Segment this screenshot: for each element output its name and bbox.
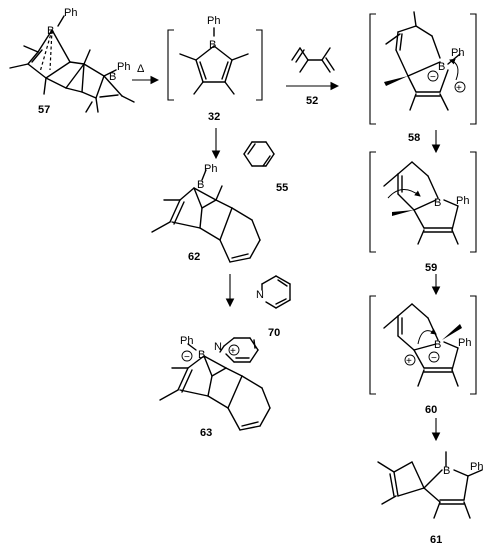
compound-32-structure <box>179 27 249 95</box>
compound-60-plus-sign: + <box>406 356 412 367</box>
compound-62-boron: B <box>197 179 204 191</box>
compound-32-label: 32 <box>208 111 220 123</box>
compound-63-label: 63 <box>200 427 212 439</box>
compound-61-boron: B <box>443 465 450 477</box>
compound-61-label: 61 <box>430 534 442 546</box>
compound-55-label: 55 <box>276 182 288 194</box>
compound-32-boron: B <box>209 39 216 51</box>
compound-58-curly-arrow <box>449 58 459 81</box>
compound-60-phenyl: Ph <box>458 337 471 349</box>
compound-59-curly-arrow <box>387 189 421 199</box>
compound-63-plus-charge <box>228 344 240 356</box>
compound-63-boron: B <box>198 349 205 361</box>
compound-58-wedge <box>384 76 408 86</box>
compound-61-phenyl: Ph <box>470 461 483 473</box>
compound-60-curly-arrow <box>417 328 437 345</box>
compound-59-wedge <box>392 210 414 216</box>
compound-60-boron: B <box>434 339 441 351</box>
compound-61-structure <box>377 451 483 519</box>
compound-63-minus-sign: − <box>184 352 190 363</box>
diene-52-structure <box>291 47 335 73</box>
compound-57-boron-2: B <box>109 71 116 83</box>
compound-63-nitrogen: N <box>214 341 222 353</box>
compound-60-structure <box>383 303 459 387</box>
compound-57-phenyl-1: Ph <box>64 7 77 19</box>
compound-58-right-bracket <box>470 13 477 125</box>
compound-57-phenyl-2: Ph <box>117 61 130 73</box>
pyridine-70-nitrogen: N <box>256 289 264 301</box>
compound-58-left-bracket <box>369 13 376 125</box>
compound-62-structure <box>151 169 261 263</box>
compound-58-structure <box>385 11 461 111</box>
compound-59-structure <box>383 161 459 245</box>
compound-60-label: 60 <box>425 404 437 416</box>
compound-62-phenyl: Ph <box>204 163 217 175</box>
compound-59-phenyl: Ph <box>456 195 469 207</box>
cyclohexadiene-55-structure <box>243 141 275 167</box>
compound-63-plus-sign: + <box>230 346 236 357</box>
compound-59-left-bracket <box>369 151 376 253</box>
compound-60-wedge <box>442 324 462 340</box>
compound-32-right-bracket <box>256 29 263 101</box>
compound-63-structure <box>159 337 271 431</box>
compound-60-left-bracket <box>369 295 376 395</box>
compound-59-right-bracket <box>470 151 477 253</box>
compound-60-right-bracket <box>470 295 477 395</box>
pyridine-70-structure <box>261 275 291 309</box>
compound-60-plus-charge <box>404 354 416 366</box>
compound-59-label: 59 <box>425 262 437 274</box>
compound-62-label: 62 <box>188 251 200 263</box>
compound-58-plus-sign: + <box>456 83 462 94</box>
heat-condition: Δ <box>137 63 145 75</box>
compound-57-label: 57 <box>38 104 50 116</box>
compound-60-minus-sign: − <box>431 353 437 364</box>
compound-70-label: 70 <box>268 327 280 339</box>
compound-59-boron: B <box>434 197 441 209</box>
compound-57-structure <box>9 15 135 113</box>
compound-58-phenyl: Ph <box>451 47 464 59</box>
compound-58-minus-sign: − <box>430 72 436 83</box>
compound-32-left-bracket <box>167 29 174 101</box>
compound-60-minus-charge <box>428 351 440 363</box>
compound-52-label: 52 <box>306 95 318 107</box>
compound-57-boron-1: B <box>47 25 54 37</box>
compound-58-boron: B <box>438 61 445 73</box>
compound-58-minus-charge <box>427 70 439 82</box>
compound-58-label: 58 <box>408 132 420 144</box>
compound-63-phenyl: Ph <box>180 335 193 347</box>
compound-58-plus-charge <box>454 81 466 93</box>
compound-32-phenyl: Ph <box>207 15 220 27</box>
compound-63-minus-charge <box>181 350 193 362</box>
